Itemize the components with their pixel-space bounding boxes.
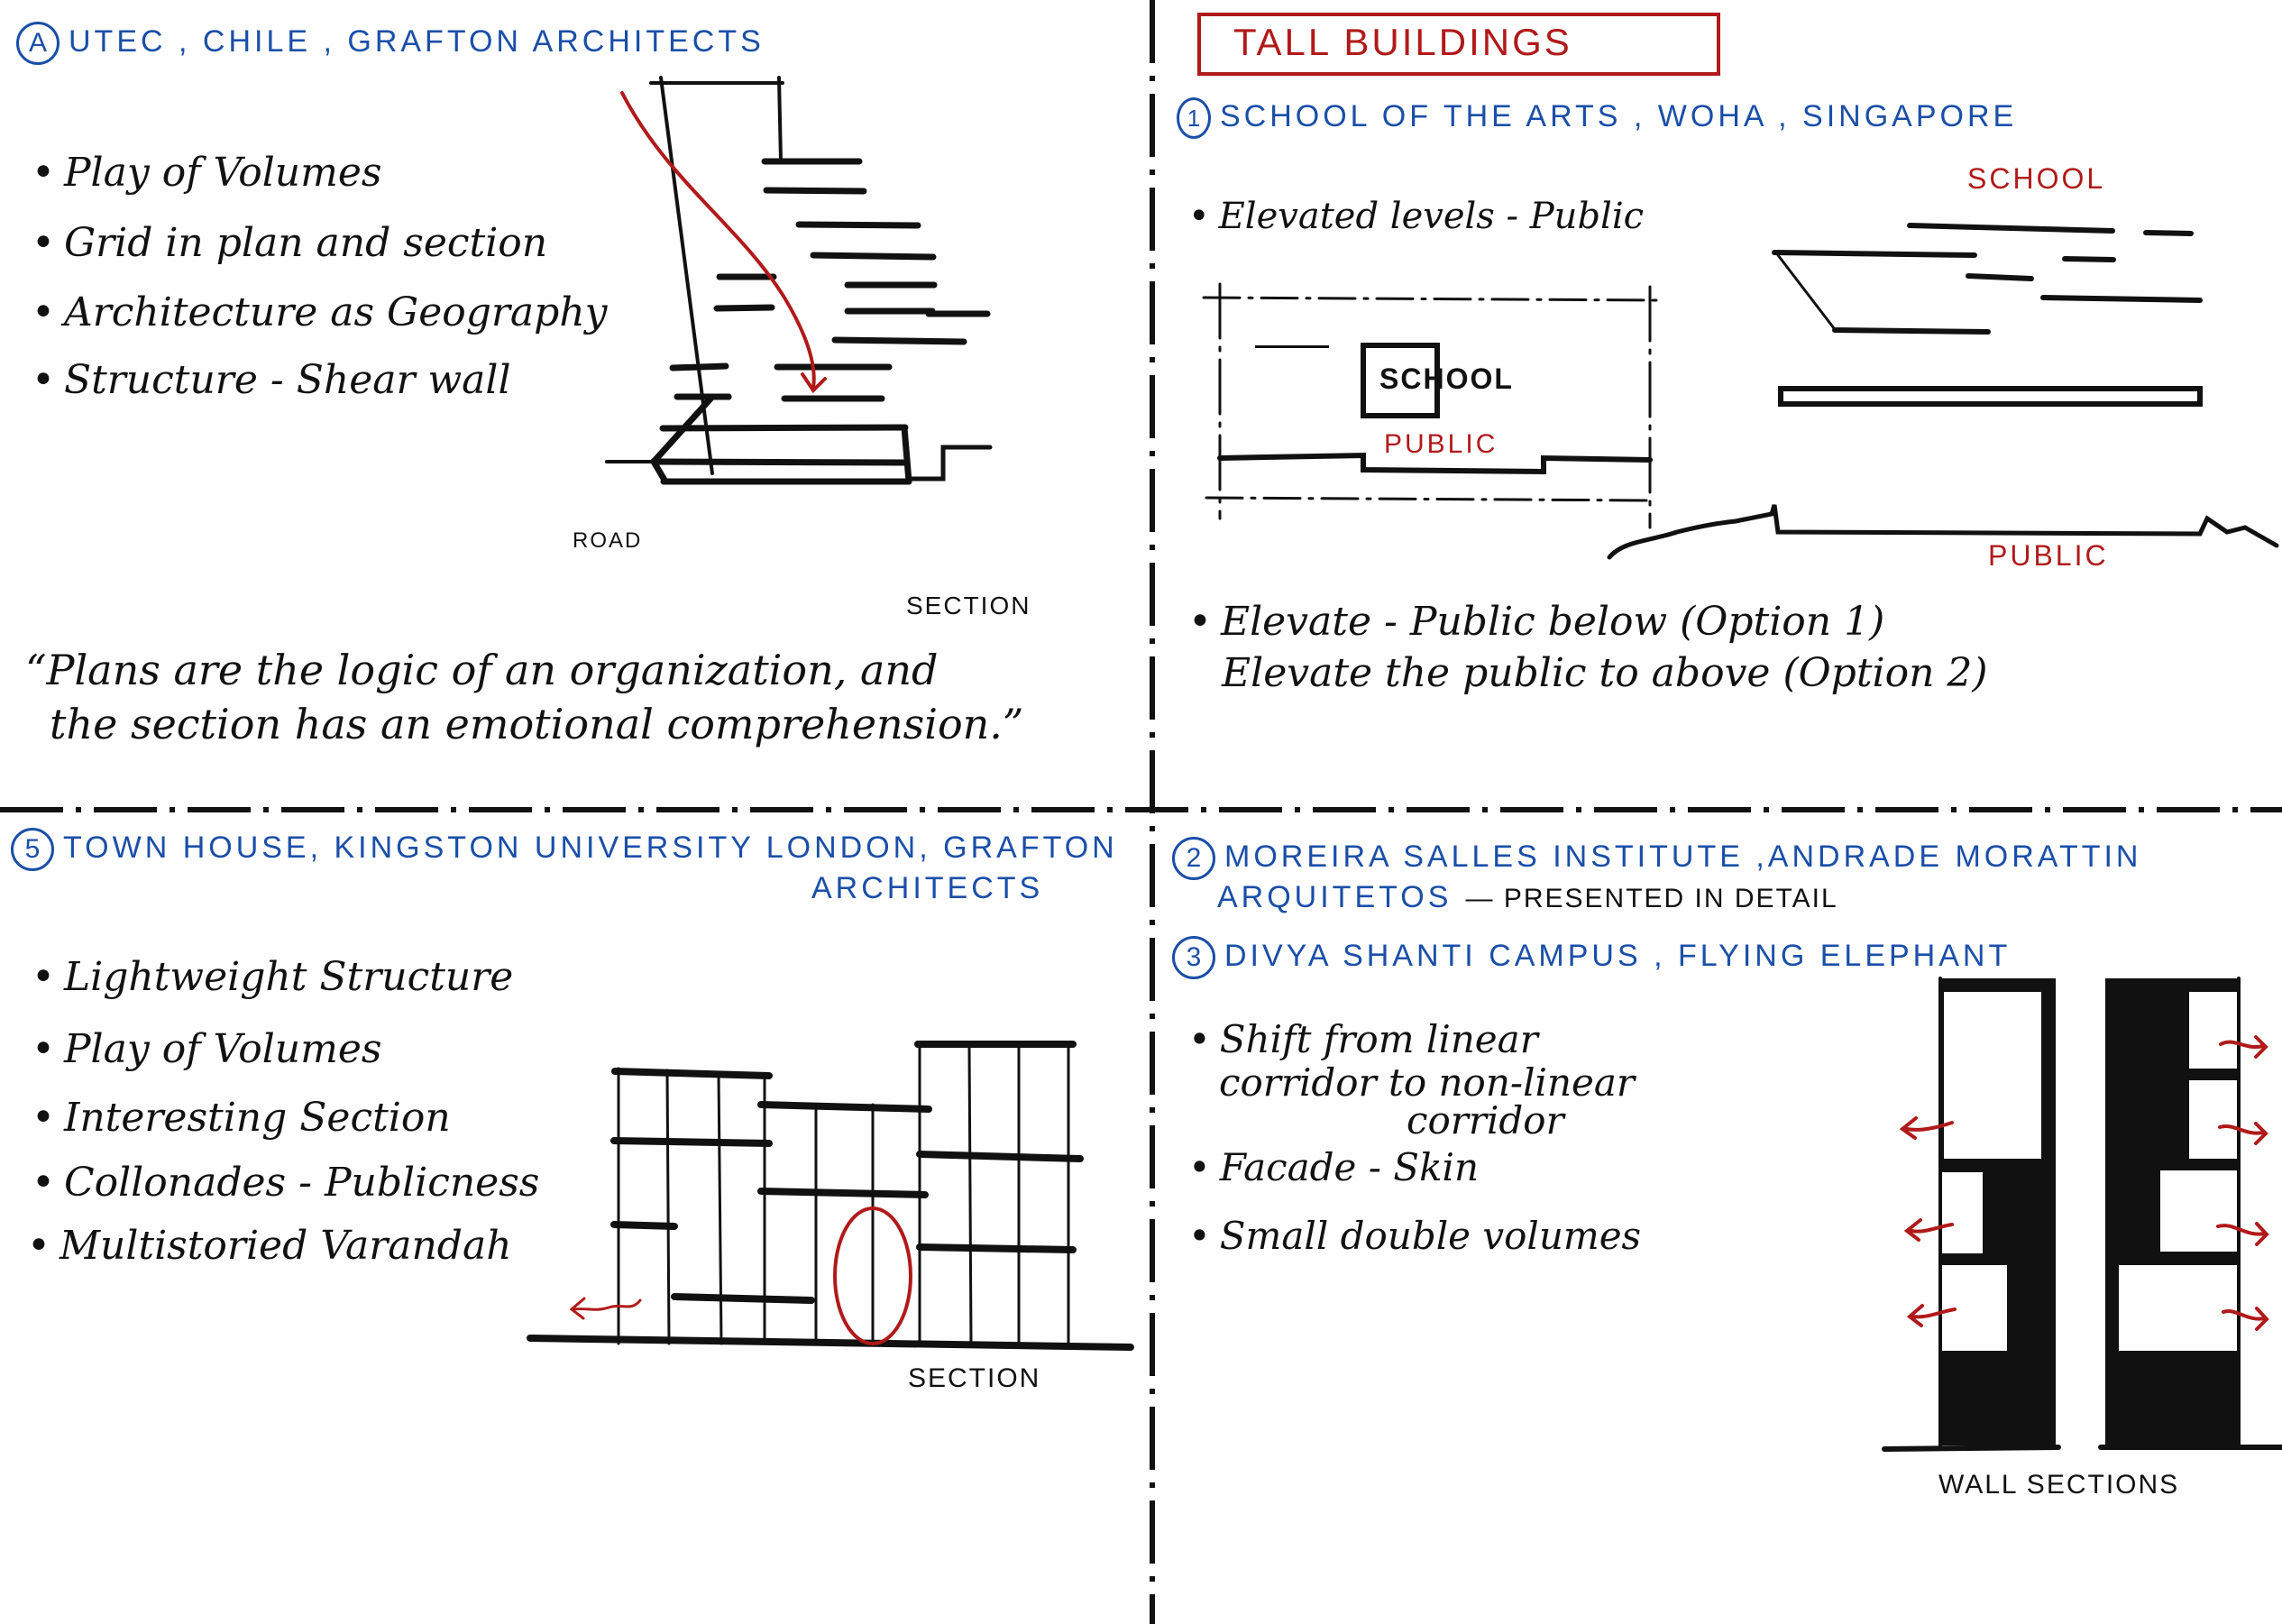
town-house-section-label: SECTION bbox=[908, 1363, 1041, 1393]
utec-bullet-3: Architecture as Geography bbox=[32, 293, 608, 333]
road-label: ROAD bbox=[573, 528, 643, 553]
town-house-section-sketch bbox=[527, 1041, 1134, 1351]
utec-section-sketch bbox=[605, 76, 993, 485]
utec-bullet-4: Structure - Shear wall bbox=[32, 361, 511, 400]
divya-bullet-3: Small double volumes bbox=[1188, 1217, 1641, 1255]
section-school-label: SCHOOL bbox=[1967, 162, 2106, 195]
town-house-bullet-1: Lightweight Structure bbox=[32, 958, 513, 997]
divya-shanti-heading: 3 DIVYA SHANTI CAMPUS , FLYING ELEPHANT bbox=[1172, 936, 2011, 979]
town-house-bullet-3: Interesting Section bbox=[32, 1098, 451, 1138]
town-house-heading: 5 TOWN HOUSE, KINGSTON UNIVERSITY LONDON,… bbox=[11, 828, 1118, 871]
arquitetos-text: ARQUITETOS bbox=[1217, 880, 1453, 914]
section-letter-badge: A bbox=[16, 22, 60, 65]
town-house-bullet-5: Multistoried Varandah bbox=[27, 1226, 512, 1266]
item-number-badge: 5 bbox=[11, 828, 54, 871]
utec-section-label: SECTION bbox=[906, 592, 1031, 619]
town-house-heading-text: TOWN HOUSE, KINGSTON UNIVERSITY LONDON, … bbox=[63, 830, 1118, 865]
woha-heading: 1 SCHOOL OF THE ARTS , WOHA , SINGAPORE bbox=[1177, 97, 2017, 139]
item-number-badge: 1 bbox=[1177, 97, 1211, 139]
quote-line-2: the section has an emotional comprehensi… bbox=[50, 700, 1024, 748]
item-number-badge: 3 bbox=[1172, 936, 1215, 979]
woha-section-sketch bbox=[1607, 223, 2279, 560]
tall-buildings-title-box bbox=[1197, 13, 1720, 76]
woha-bullet-1: Elevated levels - Public bbox=[1188, 198, 1644, 234]
town-house-bullet-2: Play of Volumes bbox=[32, 1030, 382, 1069]
divya-shanti-heading-text: DIVYA SHANTI CAMPUS , FLYING ELEPHANT bbox=[1224, 938, 2012, 973]
divya-bullet-1-line-1: Shift from linear bbox=[1188, 1021, 1538, 1059]
plan-school-label: SCHOOL bbox=[1379, 362, 1514, 395]
divya-bullet-2: Facade - Skin bbox=[1188, 1149, 1479, 1187]
town-house-heading-line-2: ARCHITECTS bbox=[811, 871, 1044, 905]
utec-bullet-2: Grid in plan and section bbox=[32, 224, 547, 263]
moreira-salles-heading-text: MOREIRA SALLES INSTITUTE ,ANDRADE MORATT… bbox=[1224, 839, 2142, 874]
quote-line-1: “Plans are the logic of an organization,… bbox=[25, 646, 939, 694]
presented-in-detail-text: — PRESENTED IN DETAIL bbox=[1465, 884, 1838, 913]
item-number-badge: 2 bbox=[1172, 837, 1215, 880]
utec-bullet-1: Play of Volumes bbox=[32, 153, 382, 193]
divya-bullet-1-line-2: corridor to non-linear bbox=[1219, 1060, 1635, 1105]
woha-option-1: Elevate - Public below (Option 1) bbox=[1188, 602, 1884, 642]
divya-bullet-1-line-3: corridor bbox=[1407, 1098, 1564, 1142]
woha-option-2: Elevate the public to above (Option 2) bbox=[1222, 650, 1988, 696]
section-public-label: PUBLIC bbox=[1988, 539, 2109, 572]
moreira-salles-heading-line-2: ARQUITETOS — PRESENTED IN DETAIL bbox=[1217, 882, 1838, 913]
plan-public-label: PUBLIC bbox=[1384, 429, 1498, 459]
wall-sections-sketch bbox=[1882, 977, 2282, 1452]
moreira-salles-heading: 2 MOREIRA SALLES INSTITUTE ,ANDRADE MORAT… bbox=[1172, 837, 2142, 880]
woha-heading-text: SCHOOL OF THE ARTS , WOHA , SINGAPORE bbox=[1220, 98, 2018, 133]
utec-heading-text: UTEC , CHILE , GRAFTON ARCHITECTS bbox=[69, 23, 765, 59]
town-house-bullet-4: Collonades - Publicness bbox=[32, 1163, 539, 1203]
woha-plan-sketch bbox=[1202, 282, 1661, 529]
tall-buildings-title: TALL BUILDINGS bbox=[1233, 21, 1572, 63]
wall-sections-label: WALL SECTIONS bbox=[1938, 1470, 2180, 1500]
